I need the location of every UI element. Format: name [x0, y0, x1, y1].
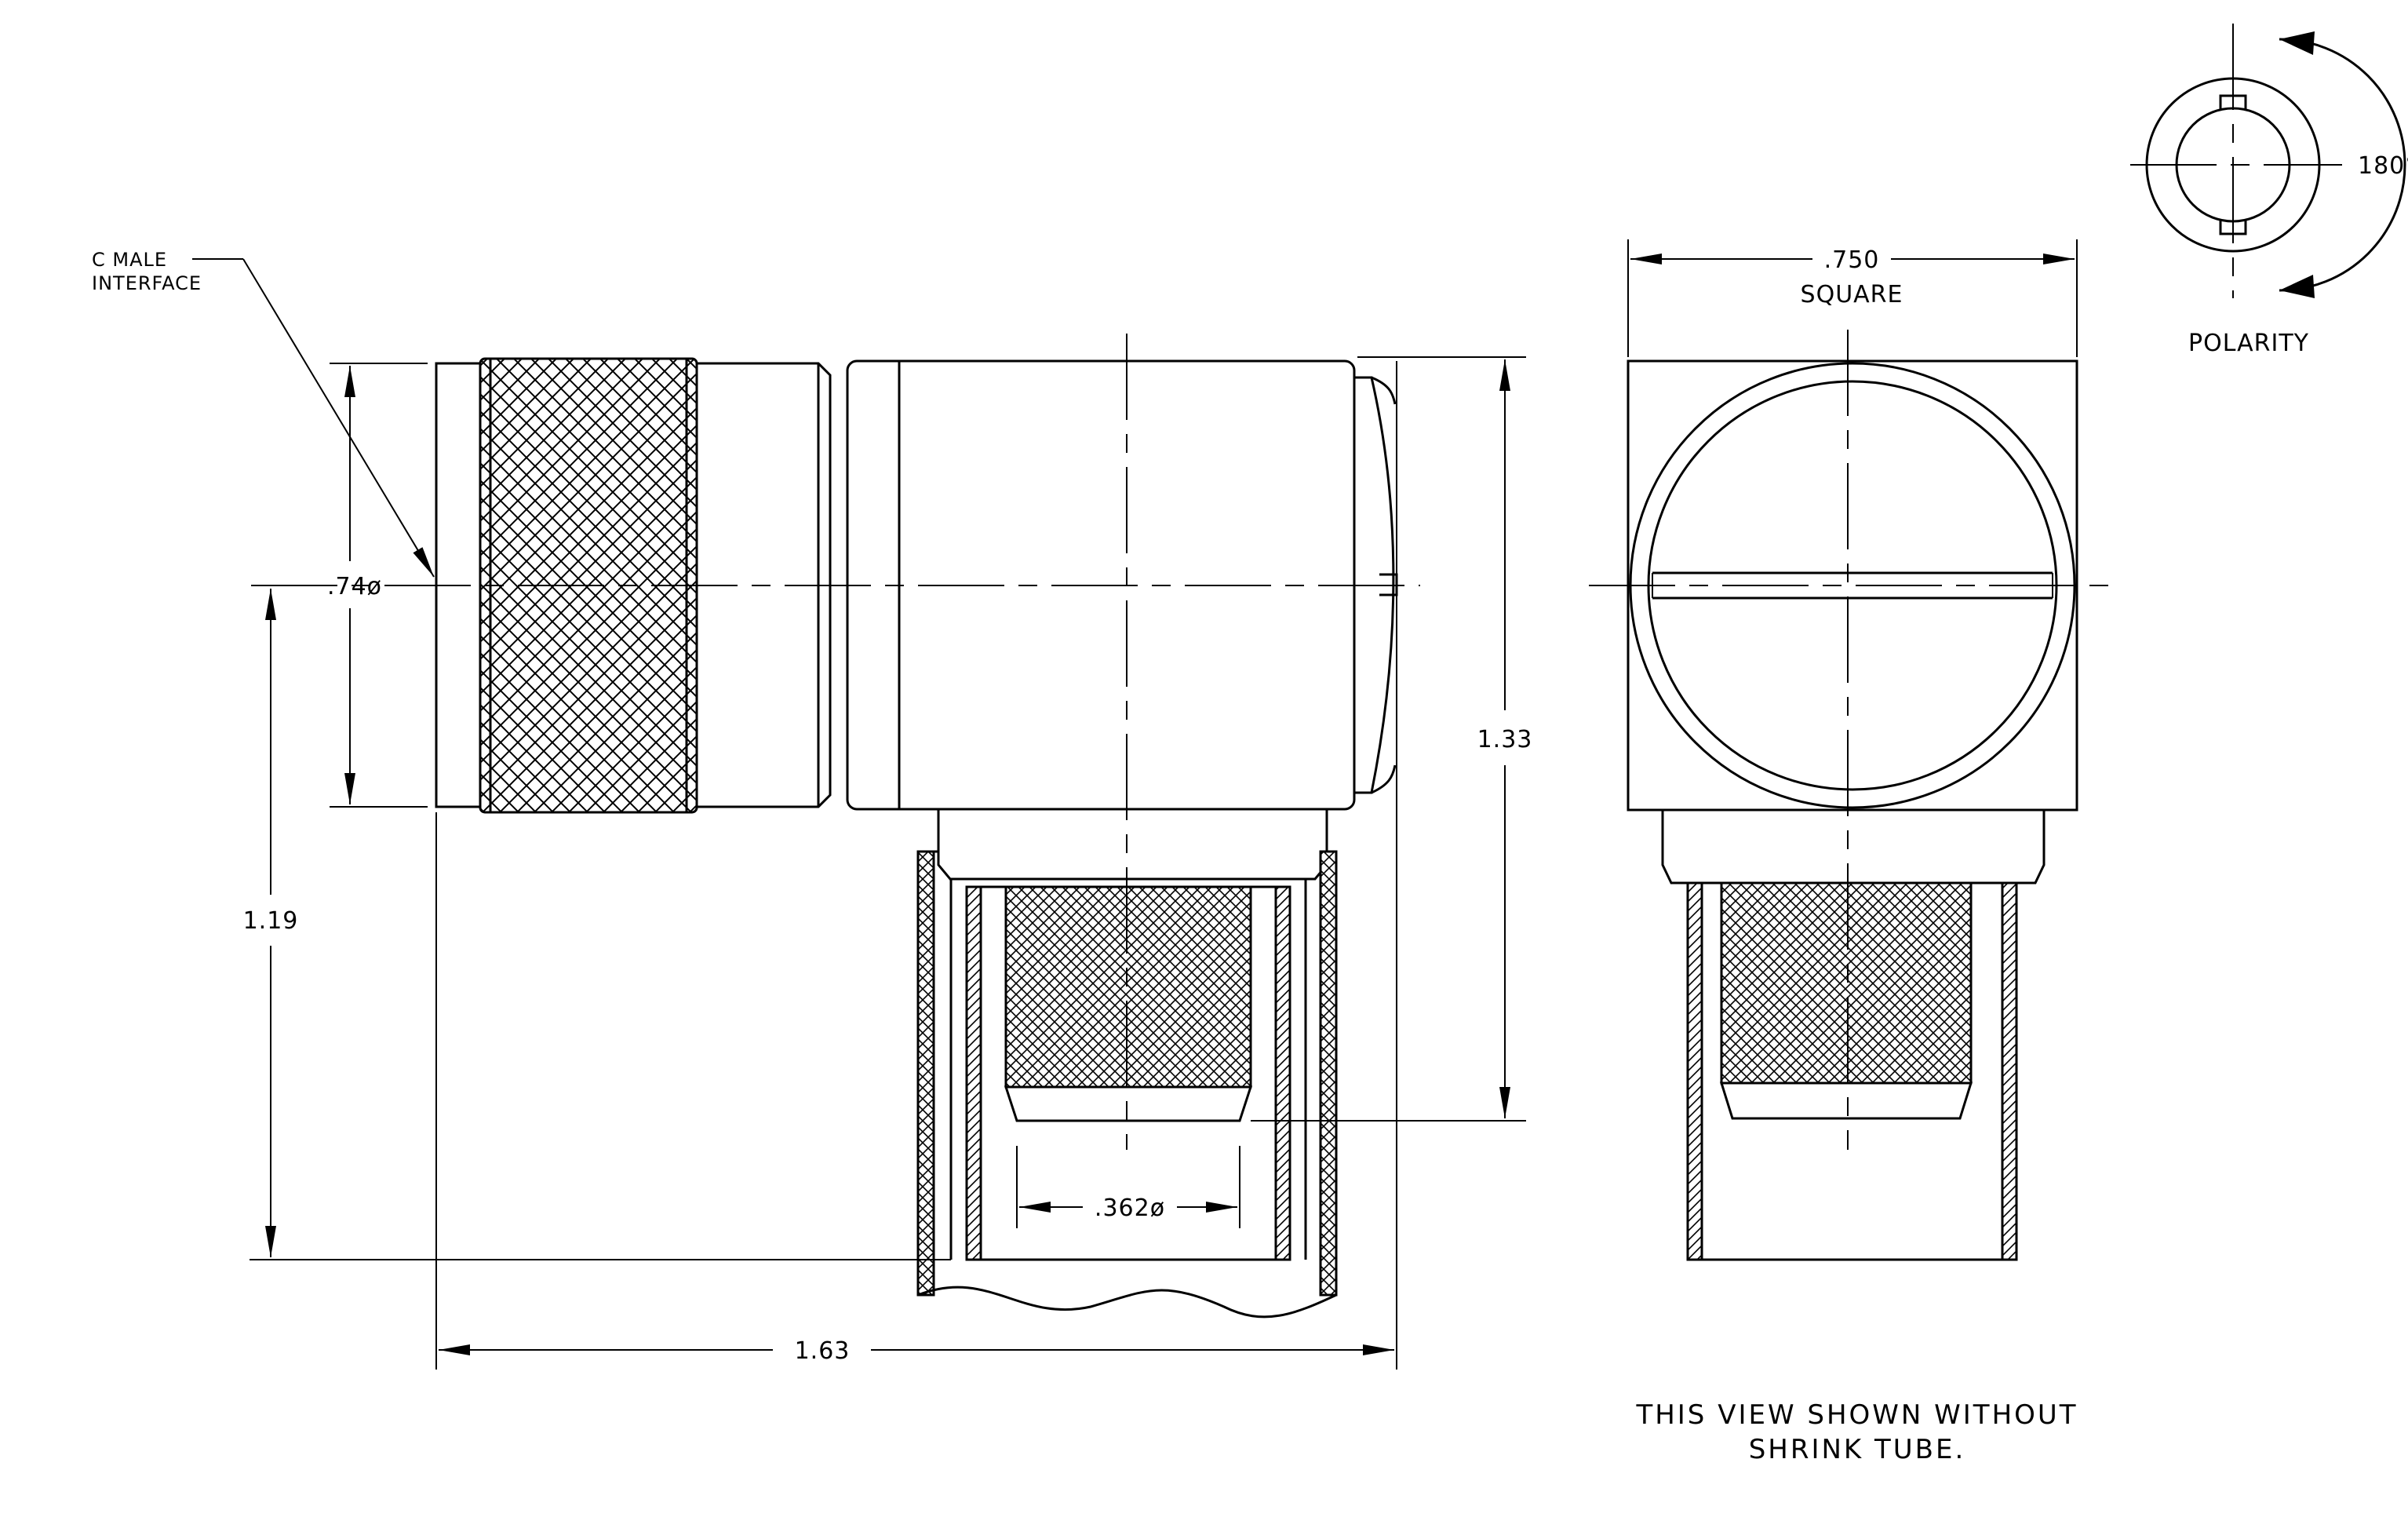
end-collar — [1661, 810, 2046, 885]
inner-knurl-sleeve — [1004, 885, 1252, 1089]
dim-163-label: 1.63 — [795, 1337, 851, 1365]
side-view — [435, 357, 1398, 1319]
shrink-tube-right-wall — [1319, 850, 1338, 1297]
polarity-arc — [2279, 38, 2406, 292]
dim-0750-label: .750 — [1824, 246, 1880, 274]
end-view — [1627, 359, 2078, 1261]
annotations: C MALE INTERFACE 180° POLARITY THIS VIEW… — [92, 152, 2408, 1465]
angle-180-label: 180° — [2358, 152, 2408, 180]
polarity-label: POLARITY — [2188, 330, 2309, 357]
end-sleeve-taper — [1719, 1081, 1973, 1120]
sleeve-taper — [1004, 1085, 1253, 1122]
shrink-tube-left-wall — [916, 850, 935, 1297]
polarity-arrow-bottom — [2279, 275, 2315, 298]
dimensions: .74ø 1.19 1.63 1.33 .362ø .750 SQUARE — [243, 239, 2078, 1370]
note-line2: SHRINK TUBE. — [1749, 1434, 1966, 1465]
center-lines — [251, 330, 2111, 1150]
interface-label-line2: INTERFACE — [92, 272, 202, 294]
dim-133-label: 1.33 — [1477, 726, 1533, 753]
back-cap — [1354, 376, 1395, 794]
interface-label-line1: C MALE — [92, 249, 167, 271]
note-line1: THIS VIEW SHOWN WITHOUT — [1635, 1399, 2078, 1431]
end-knurl-sleeve — [1720, 881, 1973, 1085]
square-label: SQUARE — [1801, 281, 1903, 308]
bottom-collar — [937, 809, 1328, 881]
end-ferrule-left — [1686, 881, 1703, 1261]
ferrule-right-wall — [1274, 885, 1291, 1261]
dim-119-label: 1.19 — [243, 907, 299, 935]
end-ferrule-right — [2001, 881, 2018, 1261]
ferrule-left-wall — [965, 885, 982, 1261]
dim-074-label: .74ø — [327, 573, 382, 600]
cable-break — [917, 1286, 1337, 1319]
polarity-arrow-top — [2279, 31, 2315, 55]
dim-0362-label: .362ø — [1095, 1195, 1165, 1222]
polarity-view — [2130, 24, 2406, 298]
